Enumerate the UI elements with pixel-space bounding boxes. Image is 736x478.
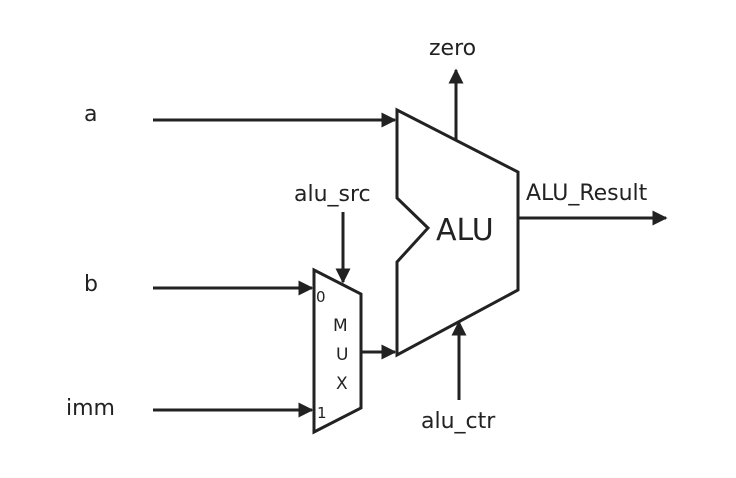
alu-src-label: alu_src xyxy=(294,182,371,207)
input-a-label: a xyxy=(84,102,97,127)
mux-letter-m: M xyxy=(333,316,348,336)
zero-label: zero xyxy=(429,36,476,61)
input-imm-label: imm xyxy=(66,396,115,421)
input-b-label: b xyxy=(84,272,98,297)
alu-block xyxy=(395,107,520,358)
alu-label: ALU xyxy=(436,213,494,248)
mux-port-0-label: 0 xyxy=(316,288,326,306)
mux-letter-u: U xyxy=(336,345,348,365)
alu-ctr-label: alu_ctr xyxy=(421,409,496,434)
alu-result-label: ALU_Result xyxy=(526,181,648,206)
mux-letter-x: X xyxy=(336,374,348,394)
mux-port-1-label: 1 xyxy=(317,404,327,422)
mux-block xyxy=(312,267,363,435)
